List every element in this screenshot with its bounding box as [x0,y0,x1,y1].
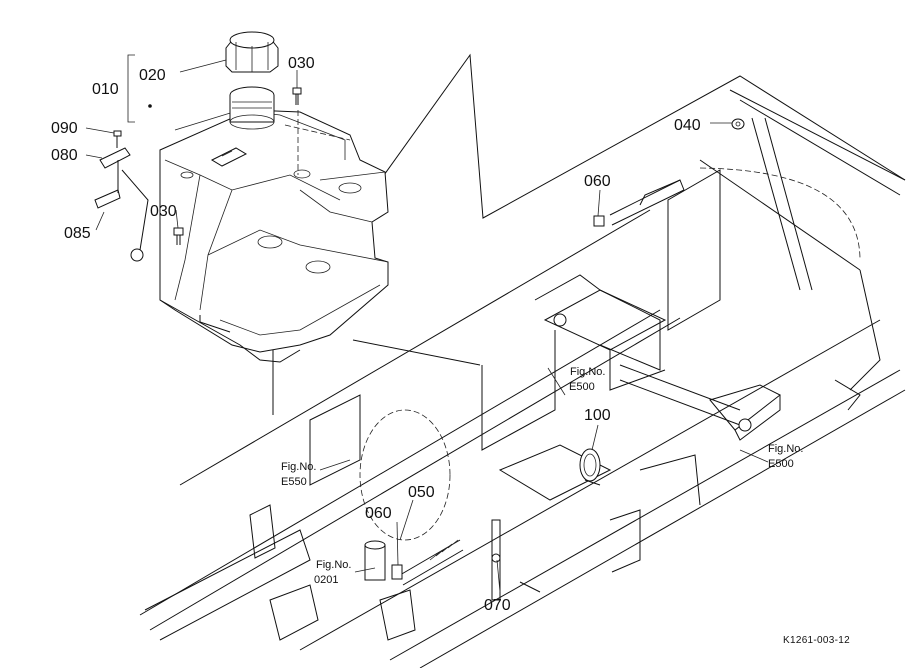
label-030-lower: 030 [150,203,177,220]
label-080: 080 [51,147,78,164]
shaft-assembly [534,179,781,441]
figref-0201-line1: Fig.No. [316,559,351,571]
figref-e500-a-line1: Fig.No. [570,366,605,378]
label-030-upper: 030 [288,55,315,72]
label-010: 010 [92,81,119,98]
chassis-frame [139,53,906,668]
part-labels: 010 020 030 030 040 050 060 060 070 080 … [51,55,701,614]
fuel-tank [159,86,389,363]
figref-e500-b-line1: Fig.No. [768,443,803,455]
figref-e500-a-line2: E500 [569,381,595,393]
fuel-cap-020 [225,31,279,73]
bolt-030-lower [173,227,184,245]
label-100: 100 [584,407,611,424]
fuel-sender-assembly [94,130,149,262]
figref-e500-b-line2: E500 [768,458,794,470]
clamp-100 [579,448,601,486]
nut-040 [731,118,745,130]
label-020: 020 [139,67,166,84]
label-040: 040 [674,117,701,134]
label-060-lower: 060 [365,505,392,522]
leader-lines [85,54,769,593]
figref-e550-line1: Fig.No. [281,461,316,473]
figref-0201-line2: 0201 [314,574,338,586]
label-090: 090 [51,120,78,137]
figref-e550-line2: E550 [281,476,307,488]
drawing-code: K1261-003-12 [783,635,850,646]
label-085: 085 [64,225,91,242]
bolt-030-upper [292,87,302,105]
figure-references: Fig.No. E500 Fig.No. E500 Fig.No. E550 F… [281,366,803,586]
nut-060-upper [593,215,605,227]
reference-dot [148,104,152,108]
label-070: 070 [484,597,511,614]
label-060-upper: 060 [584,173,611,190]
lower-rod-assembly [359,409,541,601]
label-050: 050 [408,484,435,501]
